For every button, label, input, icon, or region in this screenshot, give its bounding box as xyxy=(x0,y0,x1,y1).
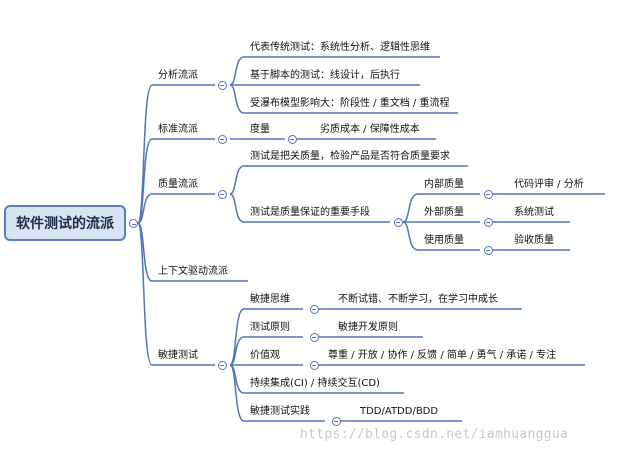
connector xyxy=(229,165,245,195)
agile-collapse-icon[interactable] xyxy=(309,360,319,370)
agile-detail[interactable]: 敏捷开发原则 xyxy=(338,322,398,333)
agile-detail[interactable]: 尊重 / 开放 / 协作 / 反馈 / 简单 / 勇气 / 承诺 / 专注 xyxy=(328,350,557,361)
quality-type-collapse-icon[interactable] xyxy=(483,245,493,255)
agile-collapse-icon[interactable] xyxy=(309,304,319,314)
agile-collapse-icon[interactable] xyxy=(331,416,341,426)
agile-collapse-icon[interactable] xyxy=(309,332,319,342)
quality-type[interactable]: 外部质量 xyxy=(424,207,464,218)
branch-2[interactable]: 标准流派 xyxy=(158,124,198,135)
metric-detail[interactable]: 劣质成本 / 保障性成本 xyxy=(320,124,420,135)
standard-metric[interactable]: 度量 xyxy=(250,124,270,135)
quality-gatekeeping[interactable]: 测试是把关质量，检验产品是否符合质量要求 xyxy=(250,151,450,162)
branch-collapse-icon[interactable] xyxy=(217,80,227,90)
connector xyxy=(229,84,245,114)
connector xyxy=(402,193,419,223)
agile-child[interactable]: 敏捷测试实践 xyxy=(250,406,310,417)
watermark: https://blog.csdn.net/iamhuanggua xyxy=(300,427,569,442)
connector xyxy=(402,221,419,251)
connector xyxy=(137,222,153,366)
agile-child[interactable]: 持续集成(CI) / 持续交互(CD) xyxy=(250,378,380,389)
agile-child[interactable]: 价值观 xyxy=(250,350,280,361)
quality-type-detail[interactable]: 系统测试 xyxy=(514,207,554,218)
quality-type-detail[interactable]: 代码评审 / 分析 xyxy=(514,179,584,190)
branch-collapse-icon[interactable] xyxy=(217,189,227,199)
branch-1[interactable]: 分析流派 xyxy=(158,70,198,81)
branch-collapse-icon[interactable] xyxy=(217,134,227,144)
quality-assurance[interactable]: 测试是质量保证的重要手段 xyxy=(250,207,370,218)
connector xyxy=(229,193,245,223)
quality-type[interactable]: 内部质量 xyxy=(424,179,464,190)
analysis-child[interactable]: 受瀑布模型影响大：阶段性 / 重文档 / 重流程 xyxy=(250,98,450,109)
agile-child[interactable]: 敏捷思维 xyxy=(250,294,290,305)
branch-collapse-icon[interactable] xyxy=(217,360,227,370)
quality-type[interactable]: 使用质量 xyxy=(424,235,464,246)
quality-type-collapse-icon[interactable] xyxy=(483,189,493,199)
analysis-child[interactable]: 基于脚本的测试：线设计，后执行 xyxy=(250,70,400,81)
connector xyxy=(137,193,153,224)
root-collapse-icon[interactable] xyxy=(129,219,138,228)
connector xyxy=(229,336,245,366)
agile-detail[interactable]: 不断试错、不断学习，在学习中成长 xyxy=(338,294,498,305)
branch-3[interactable]: 质量流派 xyxy=(158,179,198,190)
quality-type-detail[interactable]: 验收质量 xyxy=(514,235,554,246)
qa-collapse-icon[interactable] xyxy=(393,217,403,227)
agile-detail[interactable]: TDD/ATDD/BDD xyxy=(360,406,439,417)
connector xyxy=(229,56,245,86)
quality-type-collapse-icon[interactable] xyxy=(483,217,493,227)
analysis-child[interactable]: 代表传统测试：系统性分析、逻辑性思维 xyxy=(250,42,430,53)
agile-child[interactable]: 测试原则 xyxy=(250,322,290,333)
branch-5[interactable]: 敏捷测试 xyxy=(158,350,198,361)
connector xyxy=(229,364,245,422)
metric-collapse-icon[interactable] xyxy=(287,134,297,144)
branch-4[interactable]: 上下文驱动流派 xyxy=(158,266,228,277)
connector xyxy=(137,138,153,224)
root-node[interactable]: 软件测试的流派 xyxy=(4,205,126,241)
